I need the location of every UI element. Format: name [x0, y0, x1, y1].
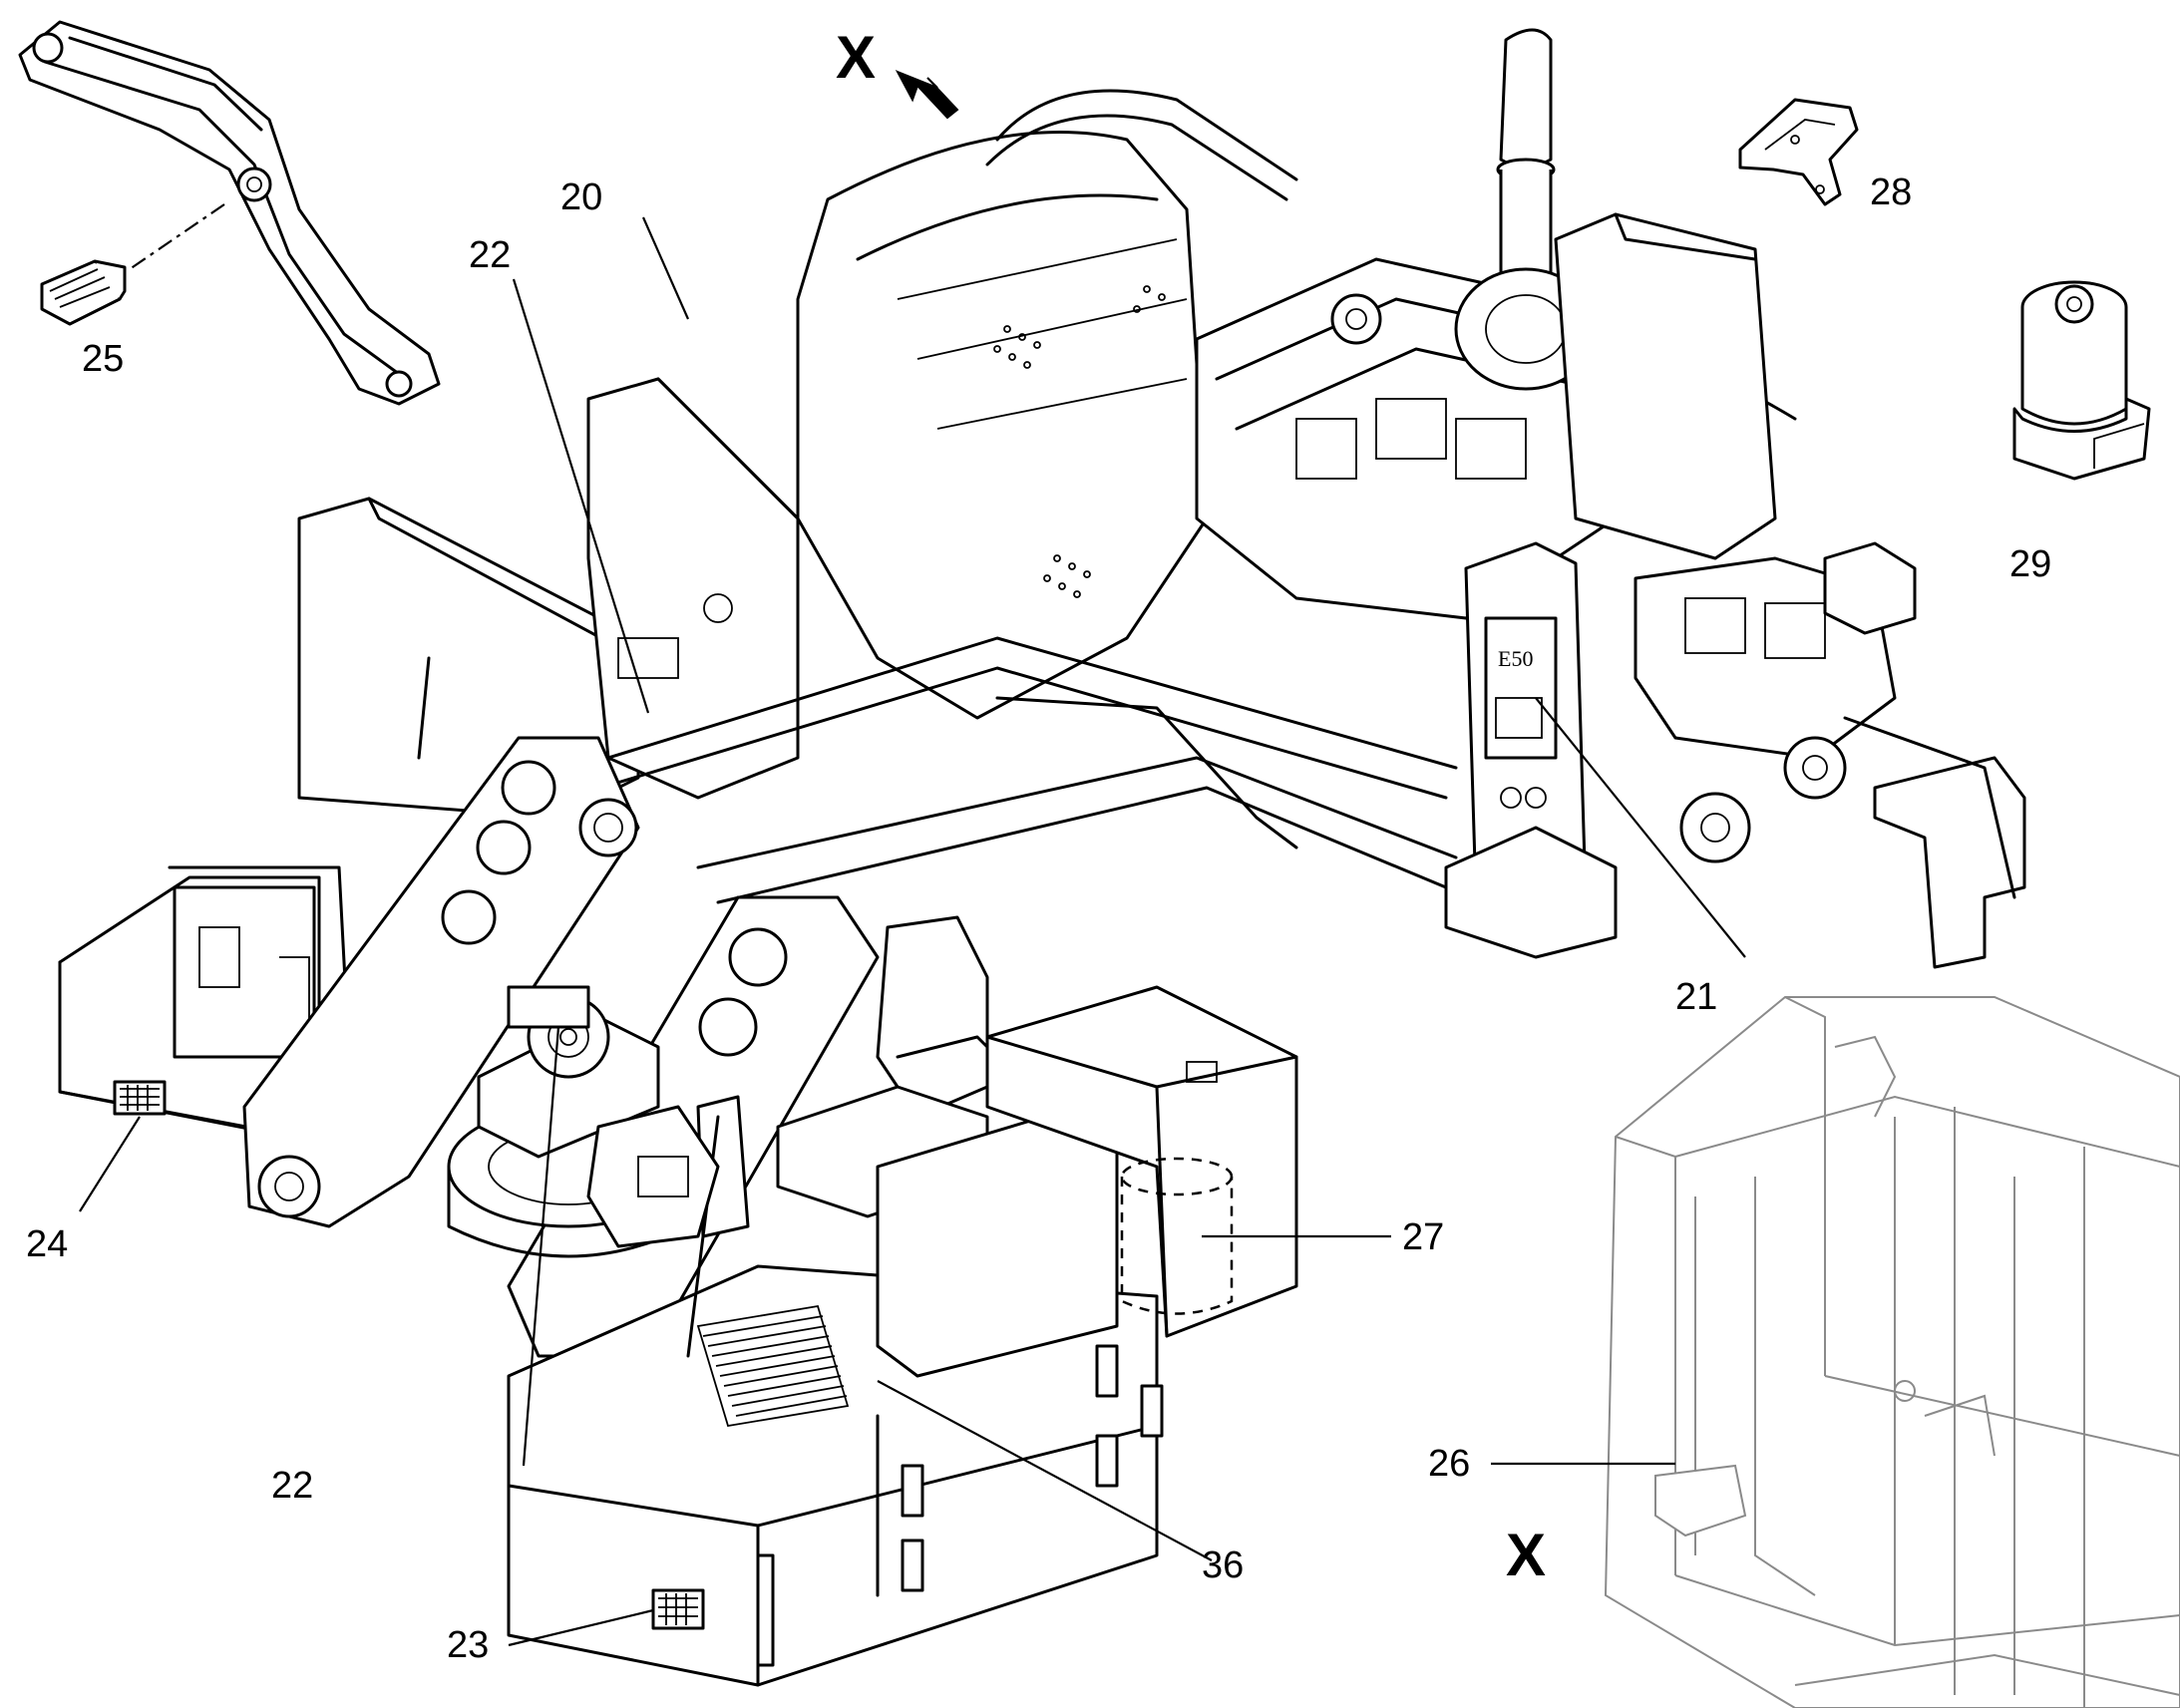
callout-22-upper: 22 — [469, 234, 511, 276]
bracket-part-28 — [1738, 98, 1859, 206]
radiator-vent-dots — [993, 285, 1166, 598]
callout-29: 29 — [2009, 543, 2051, 585]
callout-23: 23 — [447, 1624, 489, 1666]
machine-main-assembly: E50 — [58, 28, 2026, 1687]
floor-mat-hatch — [696, 1304, 850, 1428]
vent-grille-23 — [651, 1588, 705, 1630]
callout-25: 25 — [82, 338, 124, 380]
view-direction-arrow — [895, 70, 959, 120]
leader-lines — [79, 216, 1746, 1647]
callout-21: 21 — [1675, 976, 1717, 1018]
view-marker-inset: X — [1506, 1522, 1546, 1588]
callout-20: 20 — [560, 176, 602, 218]
filter-part-29 — [2012, 280, 2151, 481]
view-marker-top: X — [836, 24, 876, 91]
view-x-inset-frame — [1604, 996, 2180, 1708]
callout-27: 27 — [1402, 1216, 1444, 1258]
callout-22-lower: 22 — [271, 1465, 313, 1507]
callout-26: 26 — [1428, 1443, 1470, 1485]
vent-grille-24 — [113, 1080, 167, 1116]
part-25-icon — [40, 259, 127, 326]
callout-28: 28 — [1870, 171, 1912, 213]
boom-arm-part — [18, 20, 441, 406]
callout-36: 36 — [1202, 1544, 1244, 1586]
callout-24: 24 — [26, 1223, 68, 1265]
plate-label: E50 — [1498, 646, 1533, 671]
